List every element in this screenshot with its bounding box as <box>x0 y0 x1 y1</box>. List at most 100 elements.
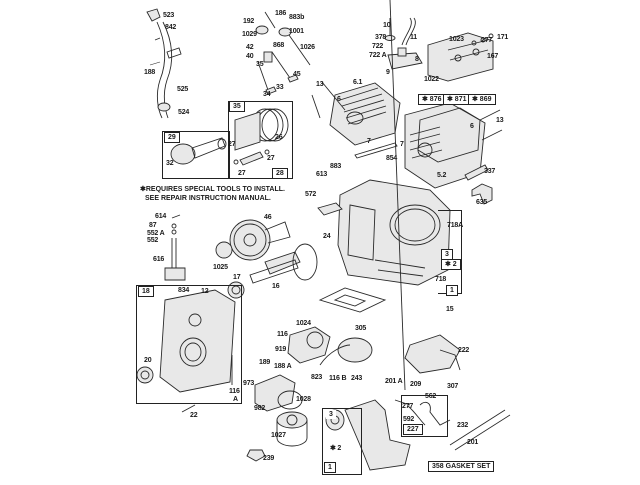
cylinder-head-left <box>311 81 401 159</box>
part-label: 10 <box>383 22 391 29</box>
part-label: 116 B <box>329 375 347 382</box>
part-label: 22 <box>190 412 198 419</box>
part-label: 718A <box>447 222 463 229</box>
part-label: 277 <box>481 37 493 44</box>
part-label: 1001 <box>289 28 304 35</box>
governor-group-tag: 227 <box>403 424 423 435</box>
part-label: 1024 <box>296 320 311 327</box>
part-label: 722 A <box>369 52 387 59</box>
part-label: 27 <box>267 155 275 162</box>
governor-group-box <box>401 395 448 437</box>
bottom-tag-3: 3 <box>326 410 336 419</box>
part-label: 24 <box>323 233 331 240</box>
conrod-group-box <box>162 131 230 179</box>
part-label: 8 <box>415 56 419 63</box>
part-label: 337 <box>484 168 496 175</box>
spark-plug <box>464 164 489 181</box>
part-label: 1028 <box>296 396 311 403</box>
pin-clips-group-tag: 28 <box>272 168 288 179</box>
part-label: 116 <box>277 331 288 338</box>
part-label: 1026 <box>300 44 315 51</box>
part-label: 192 <box>243 18 255 25</box>
part-label: 167 <box>487 53 499 60</box>
breather-assembly <box>384 17 423 70</box>
special-tools-note: ✱REQUIRES SPECIAL TOOLS TO INSTALL. <box>140 186 285 193</box>
crankcase <box>337 179 451 286</box>
cylinder-tag-2: ✱ 2 <box>441 259 461 270</box>
part-label: 6.1 <box>353 79 363 86</box>
part-label: 34 <box>263 91 271 98</box>
part-label: 186 <box>275 10 287 17</box>
oil-pan-gasket <box>318 287 387 313</box>
part-label: 87 <box>149 222 157 229</box>
part-label: 378 <box>375 34 387 41</box>
dipstick-tube <box>146 8 182 119</box>
control-bracket <box>404 334 461 374</box>
part-label: 854 <box>386 155 398 162</box>
part-label: 592 <box>403 416 415 423</box>
part-label: 11 <box>410 34 417 41</box>
crankshaft <box>215 241 318 299</box>
sump-group-box <box>136 285 242 404</box>
part-label: 1022 <box>424 76 439 83</box>
drain-plug <box>246 449 266 462</box>
dipstick-cap-lower <box>319 337 373 366</box>
part-label: 232 <box>457 422 469 429</box>
part-label: 116 <box>229 388 240 395</box>
part-label: 1025 <box>213 264 228 271</box>
part-label: 188 <box>144 69 156 76</box>
part-label: 17 <box>233 274 241 281</box>
part-label: 13 <box>496 117 504 124</box>
part-label: 524 <box>178 109 190 116</box>
part-label: 27 <box>228 141 236 148</box>
part-label: 201 A <box>385 378 403 385</box>
conrod-group-tag: 29 <box>164 132 180 143</box>
part-label: 40 <box>246 53 254 60</box>
part-label: A <box>233 396 238 403</box>
part-label: 33 <box>276 84 284 91</box>
part-label: 1027 <box>271 432 286 439</box>
part-label: 614 <box>155 213 167 220</box>
governor-lever <box>419 401 451 426</box>
part-label: 243 <box>351 375 363 382</box>
part-label: 32 <box>166 160 174 167</box>
oil-filter <box>276 411 308 447</box>
sump-group-tag: 18 <box>138 286 154 297</box>
part-label: 572 <box>305 191 317 198</box>
part-label: 868 <box>273 42 285 49</box>
part-label: 613 <box>316 171 328 178</box>
part-label: 823 <box>311 374 323 381</box>
part-label: 718 <box>435 276 447 283</box>
part-label: 171 <box>497 34 509 41</box>
part-label: 1029 <box>242 31 257 38</box>
camshaft-gear <box>229 219 291 261</box>
spark-plug-boot <box>471 183 493 205</box>
part-label: 523 <box>163 12 175 19</box>
part-label: 842 <box>165 24 177 31</box>
part-label: 883 <box>330 163 342 170</box>
part-label: 307 <box>447 383 459 390</box>
special-tool-871: ✱ 871 <box>443 94 471 105</box>
bottom-tag-1: 1 <box>324 462 336 473</box>
muffler-housing <box>427 32 494 82</box>
part-label: 45 <box>293 71 301 78</box>
part-label: 305 <box>355 325 367 332</box>
part-label: 7 <box>367 138 371 145</box>
part-label: 616 <box>153 256 165 263</box>
oil-pump <box>287 326 331 364</box>
sump-cover <box>136 289 236 413</box>
part-label: 6 <box>337 96 341 103</box>
part-label: 635 <box>476 199 488 206</box>
part-label: 1023 <box>449 36 464 43</box>
part-label: 919 <box>275 346 287 353</box>
part-label: 35 <box>256 61 264 68</box>
part-label: 973 <box>243 380 255 387</box>
part-label: 42 <box>246 44 254 51</box>
part-label: 15 <box>446 306 454 313</box>
part-label: 5.2 <box>437 172 447 179</box>
valve-train <box>255 11 311 95</box>
special-tool-869: ✱ 869 <box>468 94 496 105</box>
part-label: 6 <box>470 123 474 130</box>
part-label: 562 <box>425 393 437 400</box>
